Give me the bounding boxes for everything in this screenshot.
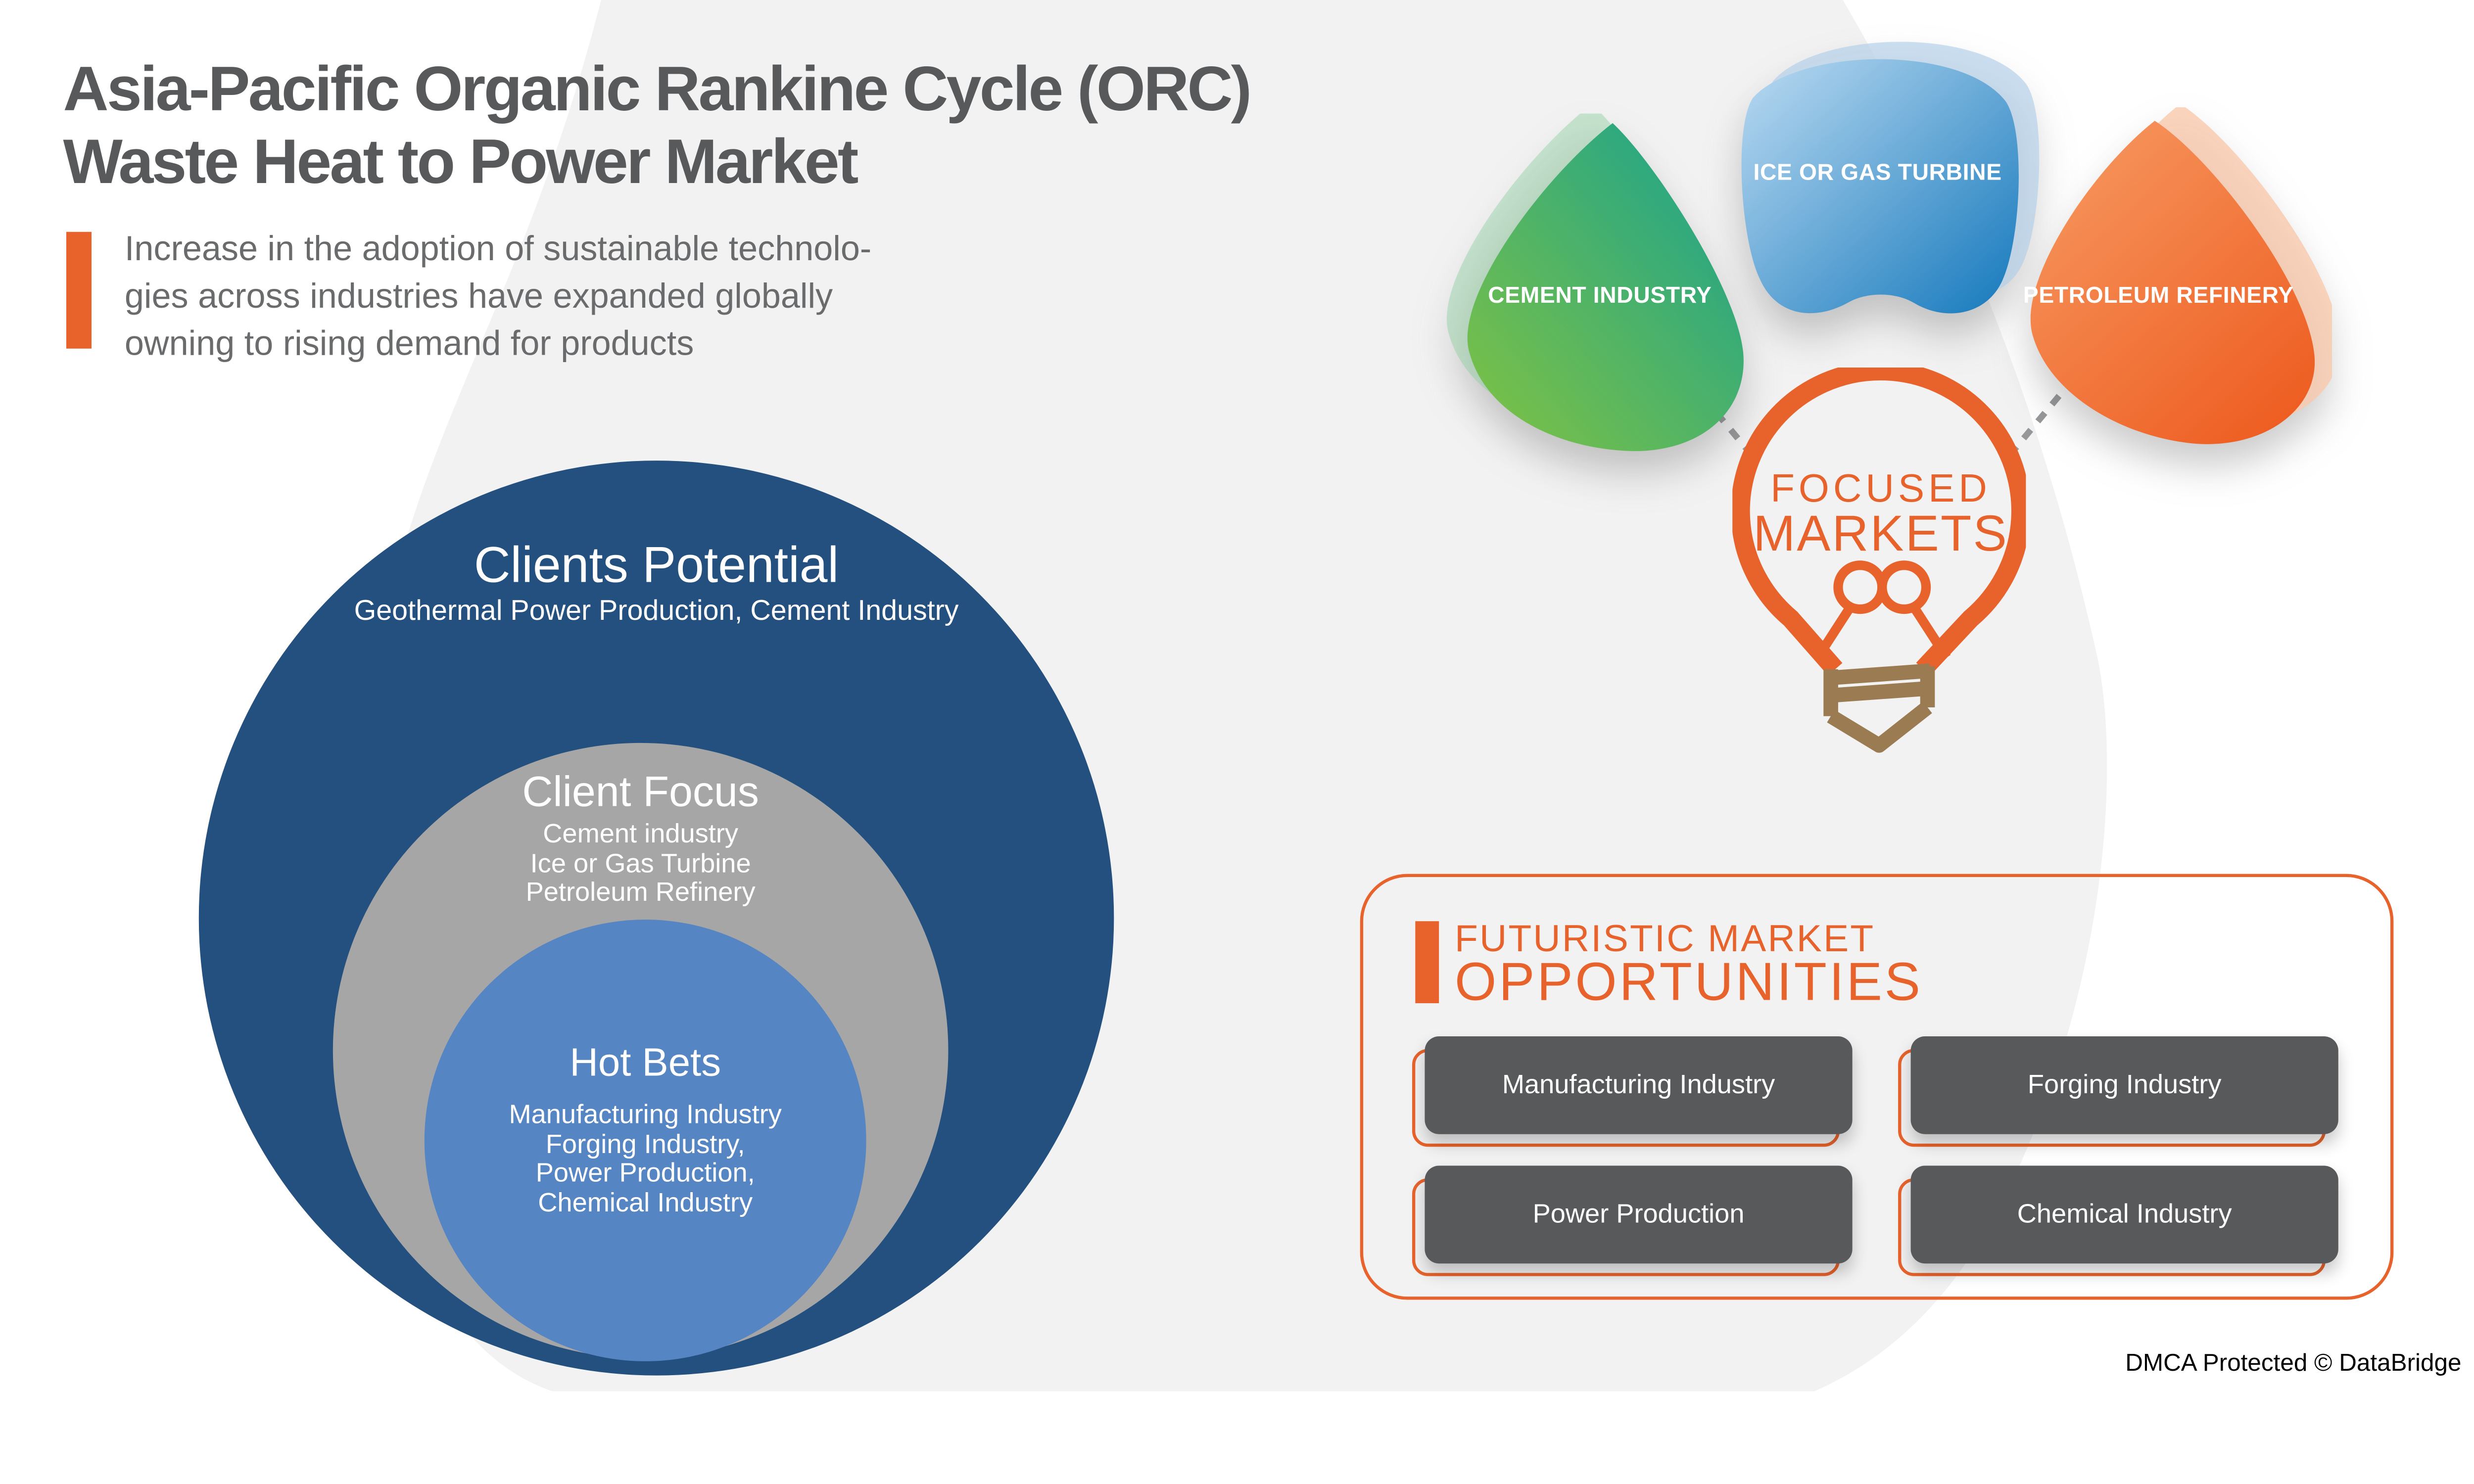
dmca-notice: DMCA Protected © DataBridge — [2125, 1350, 2462, 1377]
petroleum-refinery-blob-shape — [2030, 121, 2315, 444]
opportunities-accent-bar — [1415, 921, 1439, 1004]
hot-bets-item: Chemical Industry — [538, 1187, 753, 1217]
clients-potential-subtitle: Geothermal Power Production, Cement Indu… — [354, 595, 959, 626]
hot-bets-item: Manufacturing Industry — [509, 1099, 782, 1130]
light-bulb-icon — [1732, 367, 2026, 753]
bulb-glass-outline — [1732, 367, 2026, 676]
intro-line: gies across industries have expanded glo… — [124, 276, 833, 316]
opportunity-card-label: Power Production — [1425, 1165, 1853, 1264]
focused-markets-title-line1: FOCUSED — [1770, 466, 1991, 511]
opportunity-card-label: Chemical Industry — [1910, 1165, 2338, 1264]
client-focus-title: Client Focus — [522, 768, 759, 816]
cement-industry-label: CEMENT INDUSTRY — [1488, 283, 1712, 309]
hot-bets-circle — [424, 920, 866, 1361]
hot-bets-item: Power Production, — [535, 1158, 755, 1188]
opportunities-panel-border — [1360, 874, 2394, 1300]
intro-line: Increase in the adoption of sustainable … — [124, 229, 872, 269]
bulb-base — [1823, 663, 1935, 753]
page-title: Asia-Pacific Organic Rankine Cycle (ORC)… — [63, 53, 1252, 198]
hot-bets-item: Forging Industry, — [545, 1128, 745, 1159]
page-title-line2: Waste Heat to Power Market — [63, 128, 859, 197]
client-focus-item: Cement industry — [543, 818, 738, 849]
infographic-canvas: Asia-Pacific Organic Rankine Cycle (ORC)… — [63, 0, 2462, 1391]
cement-blob-shape — [1467, 123, 1744, 451]
petroleum-refinery-label: PETROLEUM REFINERY — [2023, 283, 2294, 309]
ice-or-gas-turbine-blob-shape — [1741, 59, 2019, 314]
opportunity-card-label: Forging Industry — [1910, 1036, 2338, 1134]
bulb-filament — [1813, 560, 1951, 660]
opportunity-card: Chemical Industry — [1898, 1165, 2338, 1276]
focused-markets-title-line2: MARKETS — [1753, 505, 2008, 562]
opportunities-heading-line1: FUTURISTIC MARKET — [1455, 918, 1875, 961]
cement-industry-blob — [1446, 113, 1744, 451]
opportunity-card-label: Manufacturing Industry — [1425, 1036, 1853, 1134]
opportunity-card: Power Production — [1412, 1165, 1853, 1276]
client-focus-items: Cement industry Ice or Gas Turbine Petro… — [325, 820, 956, 908]
intro-text: Increase in the adoption of sustainable … — [125, 226, 871, 368]
opportunity-card: Forging Industry — [1898, 1036, 2338, 1147]
title-accent-bar — [66, 232, 92, 349]
client-focus-item: Petroleum Refinery — [525, 877, 756, 907]
hot-bets-title: Hot Bets — [570, 1041, 721, 1085]
opportunities-heading-line2: OPPORTUNITIES — [1455, 953, 1923, 1013]
ice-or-gas-turbine-label: ICE OR GAS TURBINE — [1753, 161, 2002, 186]
petroleum-refinery-blob — [2030, 107, 2332, 444]
client-focus-item: Ice or Gas Turbine — [530, 847, 751, 878]
opportunity-card: Manufacturing Industry — [1412, 1036, 1853, 1147]
intro-line: owning to rising demand for products — [124, 323, 694, 363]
page-title-line1: Asia-Pacific Organic Rankine Cycle (ORC) — [63, 55, 1252, 125]
hot-bets-items: Manufacturing Industry Forging Industry,… — [425, 1099, 866, 1218]
ice-or-gas-turbine-blob — [1741, 42, 2040, 314]
clients-potential-title: Clients Potential — [474, 536, 839, 593]
